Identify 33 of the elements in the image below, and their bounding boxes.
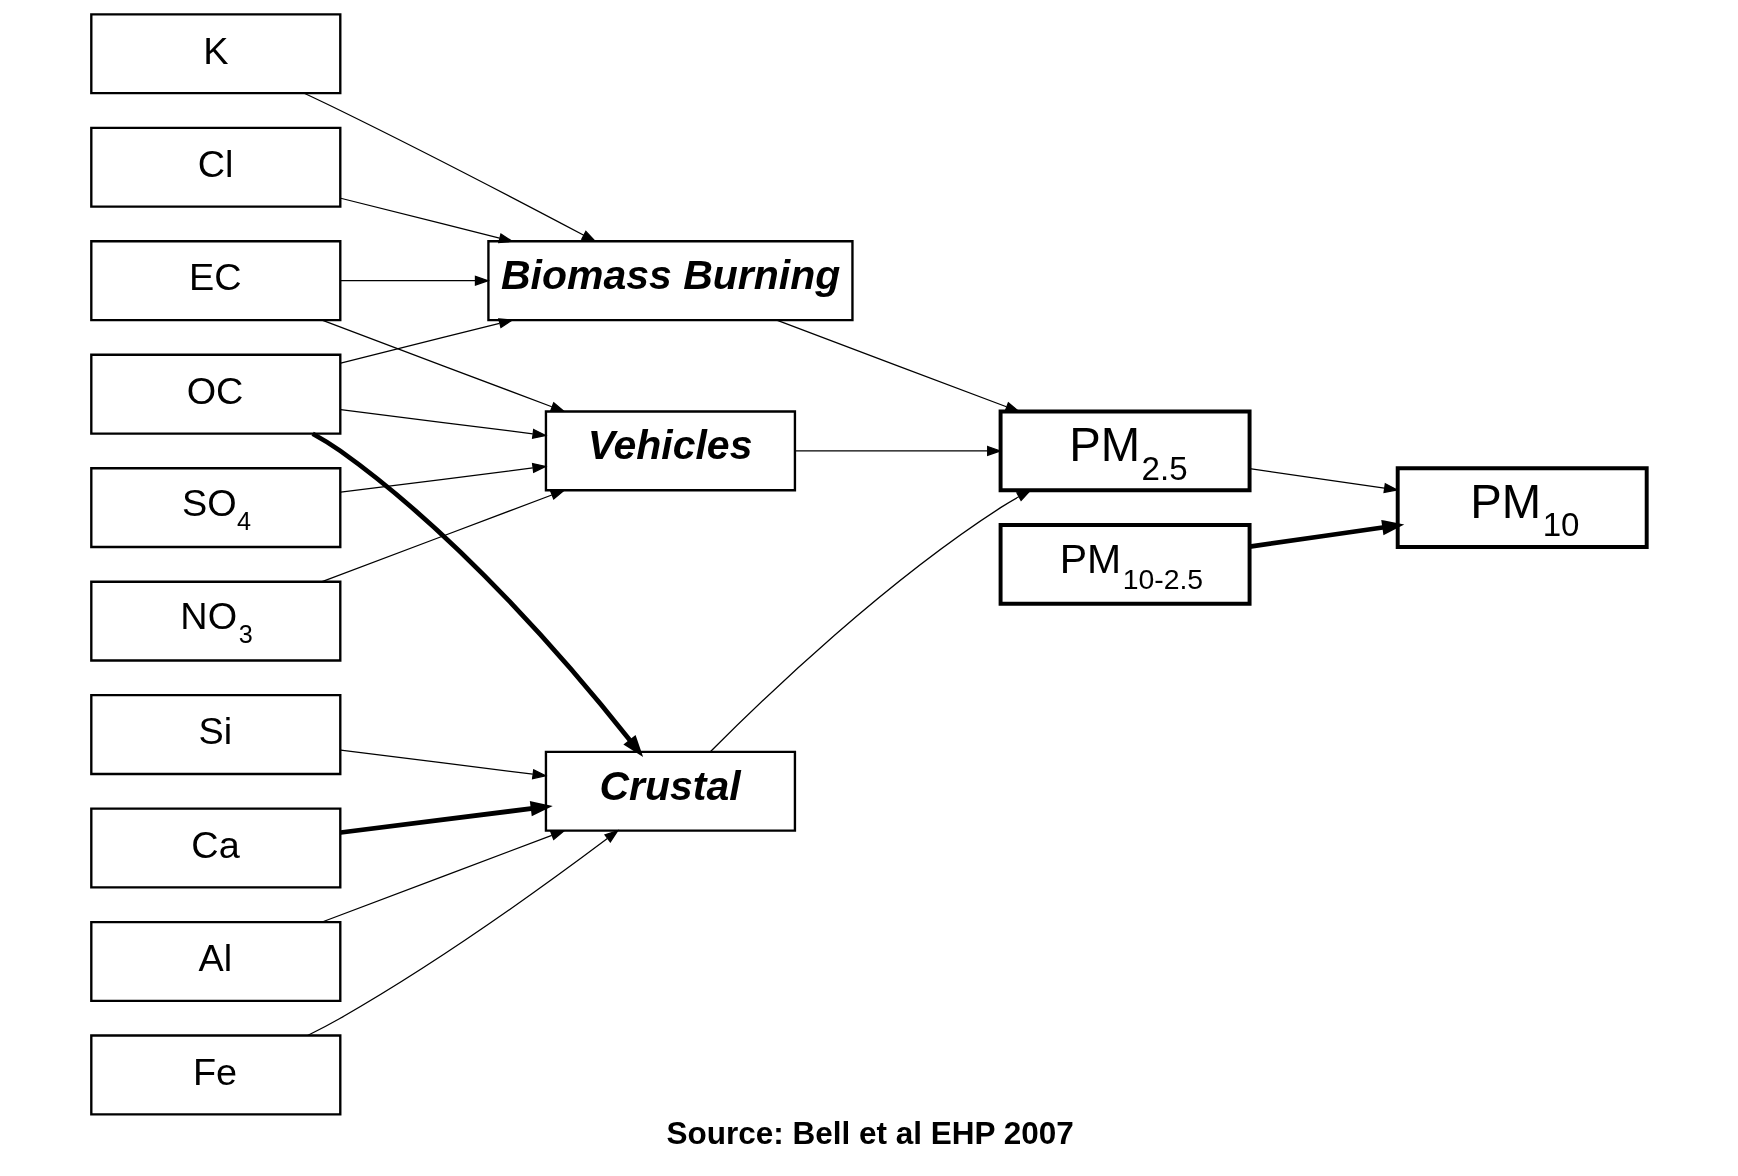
arrow xyxy=(306,829,620,1037)
arrow xyxy=(340,409,548,440)
node-box: Crustal xyxy=(544,750,797,832)
node-box: Fe xyxy=(90,1034,342,1116)
arrow xyxy=(340,462,548,493)
arrow xyxy=(340,275,490,286)
arrow xyxy=(340,318,514,364)
arrow xyxy=(776,319,1021,412)
caption: Source: Bell et al EHP 2007 xyxy=(666,1115,1074,1152)
arrow xyxy=(321,319,566,412)
node-box: K xyxy=(90,13,342,95)
arrow xyxy=(321,489,566,583)
arrow xyxy=(303,92,597,243)
node-box: Al xyxy=(90,920,342,1003)
arrow xyxy=(321,830,566,923)
node-box: Biomass Burning xyxy=(487,240,854,322)
node-box: PM$_{2.5}$ xyxy=(998,409,1252,493)
arrow xyxy=(340,800,553,835)
arrow xyxy=(340,197,514,244)
node-box: EC xyxy=(90,240,342,322)
node-box: Ca xyxy=(90,807,342,889)
node-box: Vehicles xyxy=(544,410,797,492)
arrow xyxy=(1249,519,1405,549)
node-box: PM$_{10-2.5}$ xyxy=(998,523,1252,606)
node-box: SO$_{4}$ xyxy=(90,467,342,549)
node-box: Cl xyxy=(90,126,342,208)
node-box: Si xyxy=(90,694,342,776)
node-box: NO$_{3}$ xyxy=(90,580,342,662)
arrow xyxy=(709,489,1032,753)
arrow xyxy=(340,749,548,780)
node-box: OC xyxy=(90,353,342,435)
node-box: PM$_{10}$ xyxy=(1395,466,1649,549)
arrow xyxy=(311,431,644,758)
